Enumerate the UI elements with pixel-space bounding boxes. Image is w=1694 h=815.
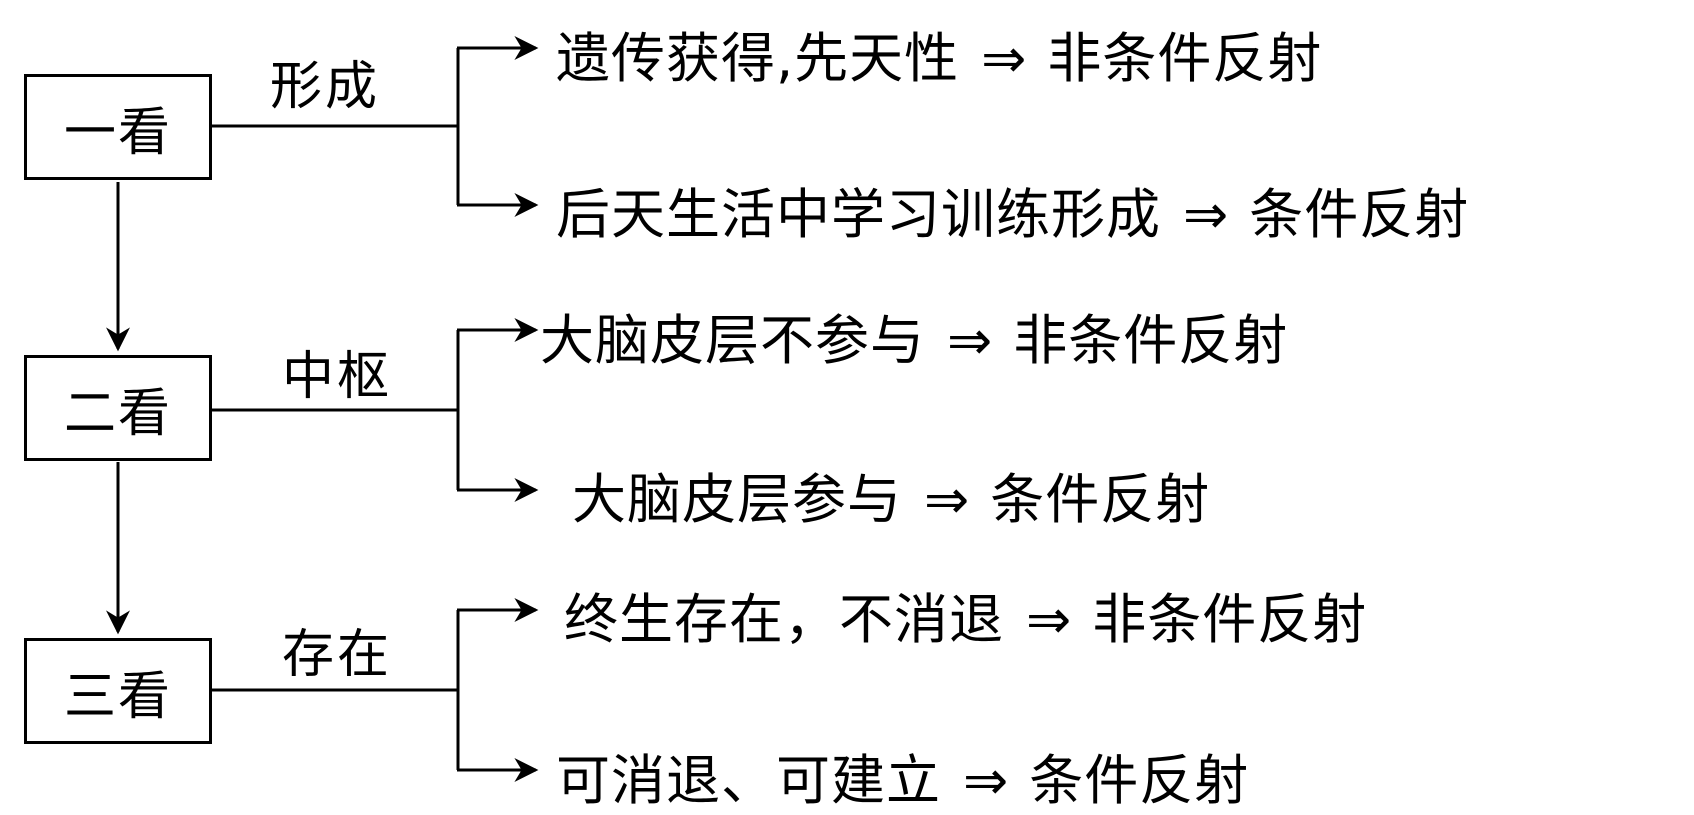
branch-result: 条件反射: [1249, 183, 1470, 246]
branch-condition: 大脑皮层参与: [572, 468, 902, 531]
branch-condition: 可消退、可建立: [556, 749, 941, 812]
implies-symbol: ⇒: [1183, 183, 1230, 246]
branch-item: 大脑皮层不参与 ⇒ 非条件反射: [540, 296, 1288, 375]
branch-result: 条件反射: [1029, 749, 1250, 812]
branch-result: 非条件反射: [1047, 27, 1323, 90]
branch-item: 大脑皮层参与 ⇒ 条件反射: [572, 455, 1210, 534]
implies-symbol: ⇒: [981, 27, 1028, 90]
step-box-3: 三看: [24, 638, 212, 744]
implies-symbol: ⇒: [963, 749, 1010, 812]
branch-result: 条件反射: [990, 468, 1211, 531]
branch-item: 遗传获得,先天性 ⇒ 非条件反射: [556, 14, 1322, 93]
step-box-2: 二看: [24, 355, 212, 461]
criterion-label-1: 形成: [270, 57, 381, 117]
implies-symbol: ⇒: [947, 309, 994, 372]
branch-condition: 遗传获得,先天性: [556, 27, 960, 90]
implies-symbol: ⇒: [924, 468, 971, 531]
branch-item: 可消退、可建立 ⇒ 条件反射: [556, 736, 1249, 815]
criterion-label-3: 存在: [282, 625, 393, 685]
implies-symbol: ⇒: [1026, 588, 1073, 651]
criterion-label-2: 中枢: [282, 347, 393, 407]
branch-item: 终生存在，不消退 ⇒ 非条件反射: [564, 575, 1367, 654]
branch-item: 后天生活中学习训练形成 ⇒ 条件反射: [556, 170, 1469, 249]
branch-result: 非条件反射: [1092, 588, 1368, 651]
branch-condition: 后天生活中学习训练形成: [556, 183, 1161, 246]
branch-condition: 大脑皮层不参与: [540, 309, 925, 372]
step-box-1: 一看: [24, 74, 212, 180]
branch-condition: 终生存在，不消退: [564, 588, 1004, 651]
branch-result: 非条件反射: [1013, 309, 1289, 372]
